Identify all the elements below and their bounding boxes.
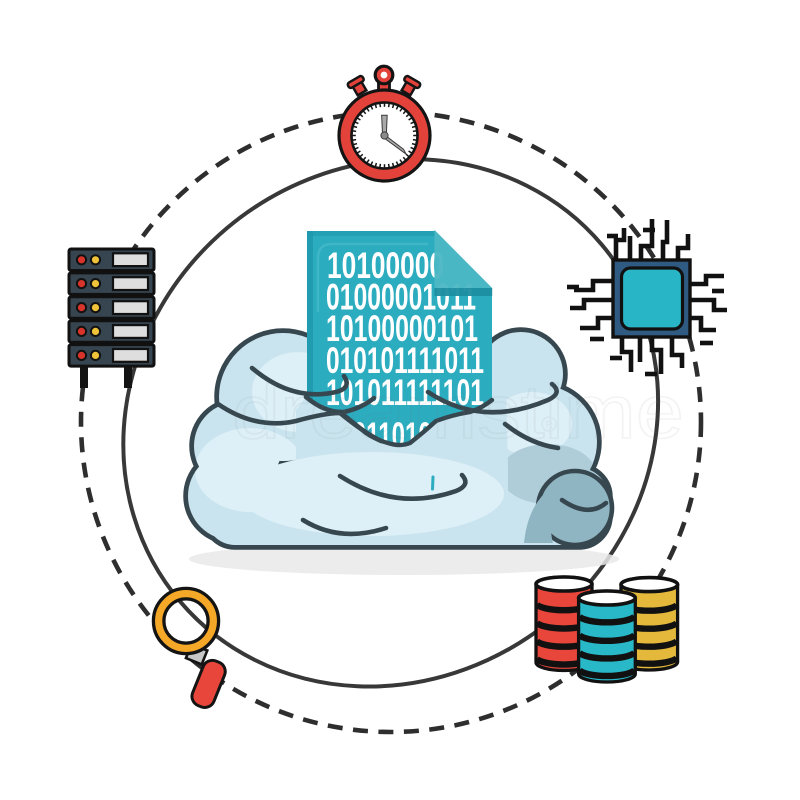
svg-text:010101111011: 010101111011 bbox=[326, 340, 484, 381]
svg-text:10100000101: 10100000101 bbox=[326, 308, 478, 349]
svg-text:R: R bbox=[546, 420, 553, 431]
svg-text:dreamstime: dreamstime bbox=[232, 370, 684, 455]
svg-text:10100000: 10100000 bbox=[327, 245, 444, 286]
